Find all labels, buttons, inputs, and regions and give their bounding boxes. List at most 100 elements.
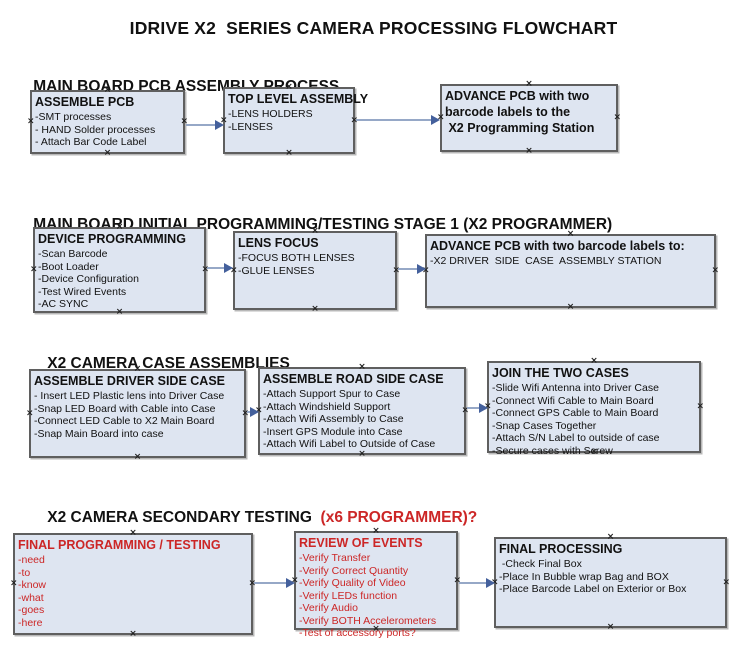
box-title: ADVANCE PCB with two barcode labels to:	[430, 239, 685, 253]
connection-point-icon: ×	[566, 302, 575, 312]
box-item: -Connect GPS Cable to Main Board	[492, 407, 659, 419]
box-title: ASSEMBLE ROAD SIDE CASE	[263, 372, 444, 386]
flow-arrow	[467, 403, 488, 413]
box-item: -Test of accessory ports?	[299, 627, 416, 639]
section-header-text: X2 CAMERA CASE ASSEMBLIES	[47, 355, 290, 372]
box-item: -Verify Quality of Video	[299, 577, 406, 589]
box-item: -Secure cases with Screw	[492, 444, 613, 457]
box-device-programming: DEVICE PROGRAMMING -Scan Barcode -Boot L…	[30, 223, 209, 317]
connection-point-icon: ×	[722, 577, 730, 587]
box-item: -Snap Main Board into case	[34, 427, 164, 440]
box-title: LENS FOCUS	[238, 236, 319, 250]
box-item: -Verify LEDs function	[299, 589, 398, 602]
box-title: ASSEMBLE DRIVER SIDE CASE	[34, 374, 226, 388]
box-item: -GLUE LENSES	[238, 264, 315, 277]
box-lens-focus: LENS FOCUS -FOCUS BOTH LENSES -GLUE LENS…	[230, 227, 400, 314]
flow-arrow	[459, 578, 495, 588]
flow-arrow	[398, 264, 426, 274]
box-item: -SMT processes	[35, 111, 112, 123]
box-item: -Verify Correct Quantity	[299, 564, 409, 577]
connection-point-icon: ×	[606, 622, 615, 632]
connection-point-icon: ×	[311, 304, 319, 314]
box-item: - HAND Solder processes	[35, 123, 156, 136]
box-item: -Verify BOTH Accelerometers	[299, 614, 437, 627]
connection-point-icon: ×	[285, 148, 293, 158]
box-item: -Connect Wifi Cable to Main Board	[492, 394, 654, 407]
box-item: -know	[18, 579, 47, 591]
box-title: DEVICE PROGRAMMING	[38, 232, 186, 246]
box-title: ASSEMBLE PCB	[35, 95, 135, 109]
box-item: -Insert GPS Module into Case	[263, 425, 403, 438]
connection-point-icon: ×	[129, 629, 137, 639]
flow-arrow	[254, 578, 295, 588]
connection-point-icon: ×	[30, 264, 38, 275]
connection-point-icon: ×	[358, 449, 366, 459]
box-review-of-events: REVIEW OF EVENTS -Verify Transfer -Verif…	[291, 527, 461, 640]
box-item: -goes	[18, 604, 45, 616]
box-title: FINAL PROGRAMMING / TESTING	[18, 538, 221, 552]
box-join-two-cases: JOIN THE TWO CASES -Slide Wifi Antenna i…	[484, 357, 704, 457]
box-item: -need	[18, 554, 45, 566]
box-title: JOIN THE TWO CASES	[492, 366, 629, 380]
section-header-secondary-testing: X2 CAMERA SECONDARY TESTING (x6 PROGRAMM…	[30, 491, 477, 545]
box-item: -LENSES	[228, 120, 273, 133]
box-advance-pcb-driver-side: ADVANCE PCB with two barcode labels to: …	[422, 230, 719, 312]
box-item: -X2 DRIVER SIDE CASE ASSEMBLY STATION	[430, 255, 662, 267]
connection-point-icon: ×	[10, 578, 18, 589]
box-item: - Attach Bar Code Label	[35, 136, 147, 148]
connection-point-icon: ×	[248, 578, 256, 589]
box-item: -Attach Wifi Label to Outside of Case	[263, 438, 436, 450]
box-item: -AC SYNC	[38, 298, 89, 310]
box-item: -Boot Loader	[38, 260, 99, 273]
box-item: -Attach Windshield Support	[263, 400, 391, 413]
connection-point-icon: ×	[613, 112, 621, 123]
box-assemble-pcb: ASSEMBLE PCB -SMT processes - HAND Solde…	[27, 86, 188, 158]
box-item: -Snap LED Board with Cable into Case	[34, 402, 216, 415]
box-advance-pcb-programming-station: ADVANCE PCB with two barcode labels to t…	[437, 80, 621, 156]
section-header-case-assemblies: X2 CAMERA CASE ASSEMBLIES	[30, 337, 290, 391]
connection-point-icon: ×	[711, 265, 719, 276]
connection-point-icon: ×	[525, 146, 533, 156]
box-title: ADVANCE PCB with two barcode labels to t…	[445, 89, 595, 135]
box-item: -Verify Transfer	[299, 552, 371, 564]
box-assemble-road-side-case: ASSEMBLE ROAD SIDE CASE -Attach Support …	[255, 363, 469, 459]
box-item: -Scan Barcode	[38, 248, 108, 260]
flow-arrow	[207, 263, 233, 273]
box-item: -Snap Cases Together	[492, 419, 597, 432]
box-item: -Check Final Box	[499, 558, 582, 570]
flow-arrow	[186, 120, 224, 130]
box-title: TOP LEVEL ASSEMBLY	[228, 92, 369, 106]
flow-arrow	[247, 407, 259, 417]
box-title: FINAL PROCESSING	[499, 542, 623, 556]
box-item: -Slide Wifi Antenna into Driver Case	[492, 382, 659, 394]
section-header-text: X2 CAMERA SECONDARY TESTING	[47, 509, 317, 526]
box-item: -Attach S/N Label to outside of case	[492, 432, 660, 444]
box-item: - Insert LED Plastic lens into Driver Ca…	[34, 390, 225, 402]
box-top-level-assembly: TOP LEVEL ASSEMBLY -LENS HOLDERS -LENSES…	[220, 83, 369, 158]
box-item: -Connect LED Cable to X2 Main Board	[34, 415, 215, 427]
box-assemble-driver-side-case: ASSEMBLE DRIVER SIDE CASE - Insert LED P…	[26, 365, 249, 462]
box-item: -to	[18, 566, 31, 579]
box-item: -Place Barcode Label on Exterior or Box	[499, 583, 687, 595]
box-item: -Attach Wifi Assembly to Case	[263, 413, 404, 425]
page-title: IDRIVE X2 SERIES CAMERA PROCESSING FLOWC…	[129, 18, 618, 38]
box-item: -here	[18, 616, 43, 629]
flow-arrow	[356, 115, 440, 125]
box-item: -Attach Support Spur to Case	[263, 388, 401, 400]
connection-point-icon: ×	[27, 116, 35, 127]
connection-point-icon: ×	[26, 408, 34, 418]
box-final-processing: FINAL PROCESSING -Check Final Box -Place…	[491, 533, 730, 632]
section-header-suffix: (x6 PROGRAMMER)?	[316, 509, 478, 526]
box-item: -Test Wired Events	[38, 285, 127, 298]
connection-point-icon: ×	[103, 148, 112, 158]
box-item: -Place In Bubble wrap Bag and BOX	[499, 570, 669, 583]
box-item: -Device Configuration	[38, 273, 139, 285]
connection-point-icon: ×	[133, 452, 142, 462]
connection-point-icon: ×	[696, 401, 704, 412]
box-item: -what	[18, 591, 44, 604]
box-item: -Verify Audio	[299, 602, 358, 614]
box-item: -LENS HOLDERS	[228, 108, 313, 120]
box-item: -FOCUS BOTH LENSES	[238, 252, 355, 264]
box-final-programming-testing: FINAL PROGRAMMING / TESTING -need -to -k…	[10, 529, 256, 639]
